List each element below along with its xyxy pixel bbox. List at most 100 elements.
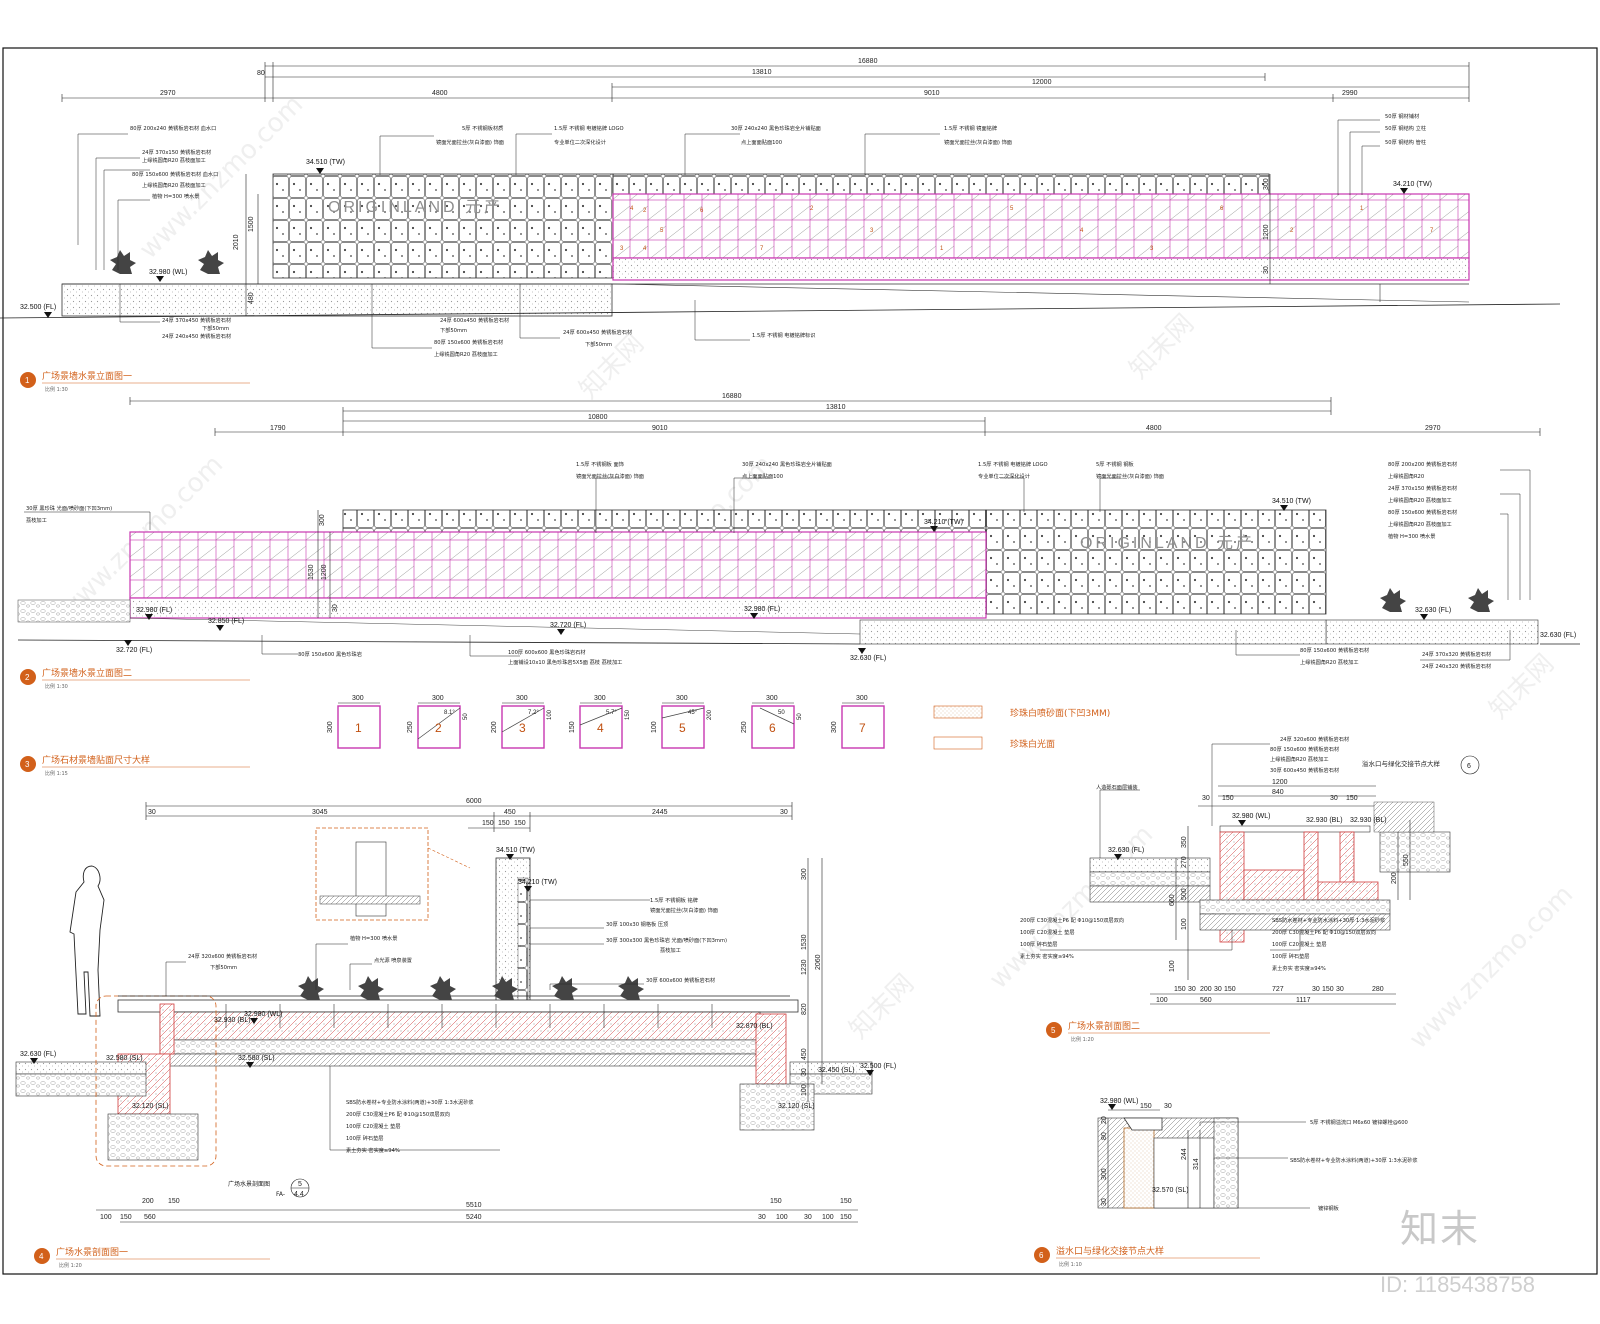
svg-text:727: 727	[1272, 986, 1284, 993]
svg-text:镜面光面拉丝(灰白漆面) 饰面: 镜面光面拉丝(灰白漆面) 饰面	[1096, 472, 1164, 480]
svg-text:植物 H=300 喷水景: 植物 H=300 喷水景	[152, 192, 199, 200]
svg-text:2010: 2010	[233, 234, 240, 250]
svg-text:1530: 1530	[308, 564, 315, 580]
svg-text:34.210 (TW): 34.210 (TW)	[518, 879, 557, 886]
pool-base	[1325, 619, 1539, 645]
svg-text:50厚 钢结构 立柱: 50厚 钢结构 立柱	[1385, 124, 1426, 132]
svg-text:32.580 (SL): 32.580 (SL)	[238, 1055, 275, 1062]
view-title: 广场景墙水景立面图二	[42, 667, 132, 679]
dim-label: 2990	[1342, 90, 1358, 97]
svg-text:30: 30	[1330, 795, 1338, 802]
svg-text:80厚 150x600 黄锈板岩石材: 80厚 150x600 黄锈板岩石材	[1300, 646, 1369, 654]
svg-text:300: 300	[1263, 178, 1270, 190]
svg-text:30: 30	[1164, 1103, 1172, 1110]
svg-text:244: 244	[1181, 1148, 1188, 1160]
svg-text:上缘铣圆角R20: 上缘铣圆角R20	[1388, 472, 1424, 480]
svg-text:荔枝加工: 荔枝加工	[660, 946, 681, 954]
svg-text:3045: 3045	[312, 809, 328, 816]
level-marker: 32.500 (FL)	[20, 304, 56, 311]
svg-text:比例 1:30: 比例 1:30	[45, 386, 68, 393]
tile-number: 3	[519, 721, 526, 735]
svg-text:150: 150	[770, 1198, 782, 1205]
svg-text:2060: 2060	[815, 954, 822, 970]
svg-text:150: 150	[840, 1198, 852, 1205]
svg-text:24厚 370x320 黄锈板岩石材: 24厚 370x320 黄锈板岩石材	[1422, 650, 1491, 658]
svg-text:24厚 320x600 黄锈板岩石材: 24厚 320x600 黄锈板岩石材	[1280, 735, 1349, 743]
svg-text:150: 150	[1322, 986, 1334, 993]
svg-text:24厚 370x450 黄锈板岩石材: 24厚 370x450 黄锈板岩石材	[162, 316, 231, 324]
svg-text:点上面面贴面100: 点上面面贴面100	[741, 138, 782, 146]
svg-text:2970: 2970	[1425, 425, 1441, 432]
svg-text:上面铺设10x10 黑色珍珠岩5X5面 荔枝 荔枝加工: 上面铺设10x10 黑色珍珠岩5X5面 荔枝 荔枝加工	[508, 658, 622, 666]
svg-text:32.720 (FL): 32.720 (FL)	[116, 647, 152, 654]
level-marker: 34.510 (TW)	[306, 159, 345, 166]
svg-text:镜面光面拉丝(灰白漆面) 饰面: 镜面光面拉丝(灰白漆面) 饰面	[436, 138, 504, 146]
wall-panel-light	[129, 531, 987, 599]
detail-6: 150 30 20 80 300 30 244 314 32.980 (WL) …	[1034, 1098, 1418, 1268]
svg-text:100: 100	[1156, 997, 1168, 1004]
pool-base	[61, 283, 613, 317]
svg-text:200厚 C30混凝土P6 配 Φ10@150双层双向: 200厚 C30混凝土P6 配 Φ10@150双层双向	[346, 1110, 450, 1118]
svg-text:80: 80	[1101, 1132, 1108, 1140]
svg-text:150: 150	[482, 820, 494, 827]
svg-text:30: 30	[1336, 986, 1344, 993]
svg-text:32.450 (SL): 32.450 (SL)	[818, 1067, 855, 1074]
svg-text:32.630 (FL): 32.630 (FL)	[850, 655, 886, 662]
svg-text:34.210 (TW): 34.210 (TW)	[924, 519, 963, 526]
svg-text:SBS防水卷材+专业防水涂料(两道)+30厚 1:3水泥砂浆: SBS防水卷材+专业防水涂料(两道)+30厚 1:3水泥砂浆	[1290, 1156, 1418, 1164]
svg-text:镜面光面拉丝(灰白漆面) 饰面: 镜面光面拉丝(灰白漆面) 饰面	[576, 472, 644, 480]
tile-height-dim: 300	[831, 721, 838, 733]
watermark-text: 知末网	[574, 329, 650, 405]
plant-icon	[298, 976, 644, 1000]
tile-height-dim: 200	[491, 721, 498, 733]
svg-text:150: 150	[1140, 1103, 1152, 1110]
wall-cap-dark	[342, 509, 987, 533]
tile-height-dim: 150	[569, 721, 576, 733]
view-title: 广场石材景墙贴面尺寸大样	[42, 754, 150, 766]
svg-text:32.630 (FL): 32.630 (FL)	[20, 1051, 56, 1058]
svg-text:32.630 (FL): 32.630 (FL)	[1108, 847, 1144, 854]
svg-text:比例 1:20: 比例 1:20	[1071, 1036, 1094, 1043]
svg-text:6: 6	[1467, 763, 1471, 770]
svg-text:200厚 C30混凝土P6 配 Φ10@150双层双向: 200厚 C30混凝土P6 配 Φ10@150双层双向	[1272, 928, 1376, 936]
tile-width-dim: 300	[856, 695, 868, 702]
svg-text:100厚 碎石垫层: 100厚 碎石垫层	[1020, 940, 1058, 948]
svg-text:6: 6	[1220, 206, 1224, 212]
svg-text:100: 100	[776, 1214, 788, 1221]
svg-text:1117: 1117	[1296, 997, 1311, 1004]
svg-text:200厚 C30混凝土P6 配 Φ10@150双层双向: 200厚 C30混凝土P6 配 Φ10@150双层双向	[1020, 916, 1124, 924]
svg-text:上缘铣圆角R20 荔枝加工: 上缘铣圆角R20 荔枝加工	[1270, 755, 1329, 763]
svg-text:150: 150	[120, 1214, 132, 1221]
view-title: 广场水景剖面图一	[56, 1246, 128, 1258]
svg-text:450: 450	[801, 1048, 808, 1060]
tile-angle: 50	[778, 710, 785, 716]
pool-slab	[159, 1011, 761, 1041]
dim-label: 4800	[432, 90, 448, 97]
svg-text:3: 3	[25, 760, 30, 769]
detail-box	[315, 827, 429, 921]
svg-text:100厚 C20混凝土 垫层: 100厚 C20混凝土 垫层	[346, 1122, 401, 1130]
dim-label: 80	[257, 70, 265, 77]
svg-text:4: 4	[39, 1252, 44, 1261]
wall-panel-dark	[272, 173, 614, 279]
svg-text:1.5厚 不锈钢 电镀铭牌标识: 1.5厚 不锈钢 电镀铭牌标识	[752, 331, 815, 339]
svg-text:24厚 240x450 黄锈板岩石材: 24厚 240x450 黄锈板岩石材	[162, 332, 231, 340]
svg-text:4: 4	[1080, 228, 1084, 234]
svg-text:300: 300	[801, 868, 808, 880]
svg-text:32.120 (SL): 32.120 (SL)	[132, 1103, 169, 1110]
tile-width-dim: 300	[432, 695, 444, 702]
wall-base-light	[612, 257, 1470, 281]
tile-height-dim: 100	[651, 721, 658, 733]
svg-text:150: 150	[498, 820, 510, 827]
svg-text:1500: 1500	[248, 216, 255, 232]
svg-text:1790: 1790	[270, 425, 286, 432]
tile-legend: 珍珠白喷砂面(下凹3MM) 珍珠白光面	[933, 705, 1110, 750]
svg-text:150: 150	[1224, 986, 1236, 993]
svg-text:32.930 (BL): 32.930 (BL)	[1306, 817, 1343, 824]
svg-text:32.850 (FL): 32.850 (FL)	[208, 618, 244, 625]
svg-text:素土夯实 密实度≥94%: 素土夯实 密实度≥94%	[1272, 964, 1326, 972]
svg-text:上缘铣圆角R20 荔枝面加工: 上缘铣圆角R20 荔枝面加工	[1388, 496, 1452, 504]
level-marker: 34.210 (TW)	[1393, 181, 1432, 188]
